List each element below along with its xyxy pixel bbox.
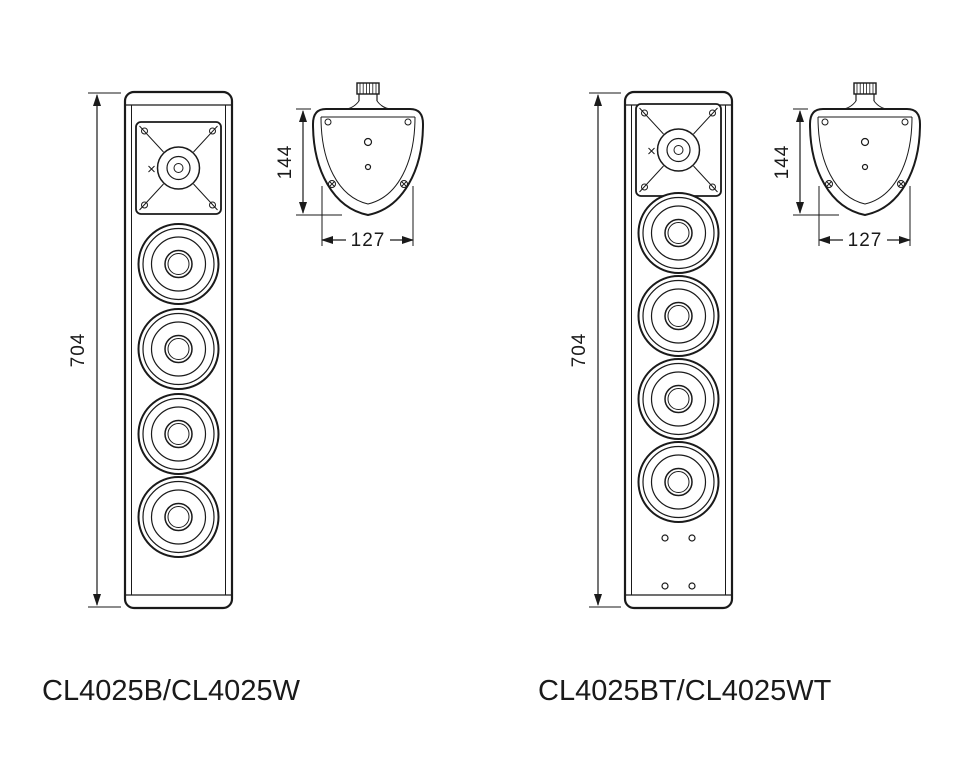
- fixing-hole: [688, 582, 696, 590]
- left-speaker-front-view: [123, 90, 234, 610]
- tweeter: [135, 121, 222, 215]
- woofer: [637, 275, 720, 357]
- woofer: [637, 441, 720, 523]
- left-width-dimension: 127: [321, 186, 414, 251]
- left-depth-dimension: 144: [275, 108, 342, 216]
- woofer: [137, 223, 220, 305]
- right-height-dimension: 704: [569, 92, 621, 608]
- depth-dimension-value: 144: [275, 145, 296, 180]
- left-model-label: CL4025B/CL4025W: [42, 675, 301, 707]
- woofer: [137, 393, 220, 475]
- right-top-view: [809, 82, 921, 216]
- woofer: [137, 308, 220, 390]
- right-depth-dimension: 144: [772, 108, 839, 216]
- woofer: [637, 358, 720, 440]
- height-dimension-value: 704: [569, 333, 590, 368]
- tweeter: [635, 103, 722, 197]
- width-dimension-value: 127: [848, 230, 883, 251]
- bottom-fixing-holes: [661, 534, 696, 590]
- depth-dimension-value: 144: [772, 145, 793, 180]
- fixing-hole: [661, 534, 669, 542]
- fixing-hole: [661, 582, 669, 590]
- woofer: [637, 192, 720, 274]
- woofer: [137, 476, 220, 558]
- width-dimension-value: 127: [351, 230, 386, 251]
- top-view: [809, 82, 921, 216]
- fixing-hole: [688, 534, 696, 542]
- left-height-dimension: 704: [68, 92, 121, 608]
- right-speaker-front-view: [623, 90, 734, 610]
- right-model-label: CL4025BT/CL4025WT: [538, 675, 832, 707]
- height-dimension-value: 704: [68, 333, 89, 368]
- right-width-dimension: 127: [818, 186, 911, 251]
- left-top-view: [312, 82, 424, 216]
- top-view: [312, 82, 424, 216]
